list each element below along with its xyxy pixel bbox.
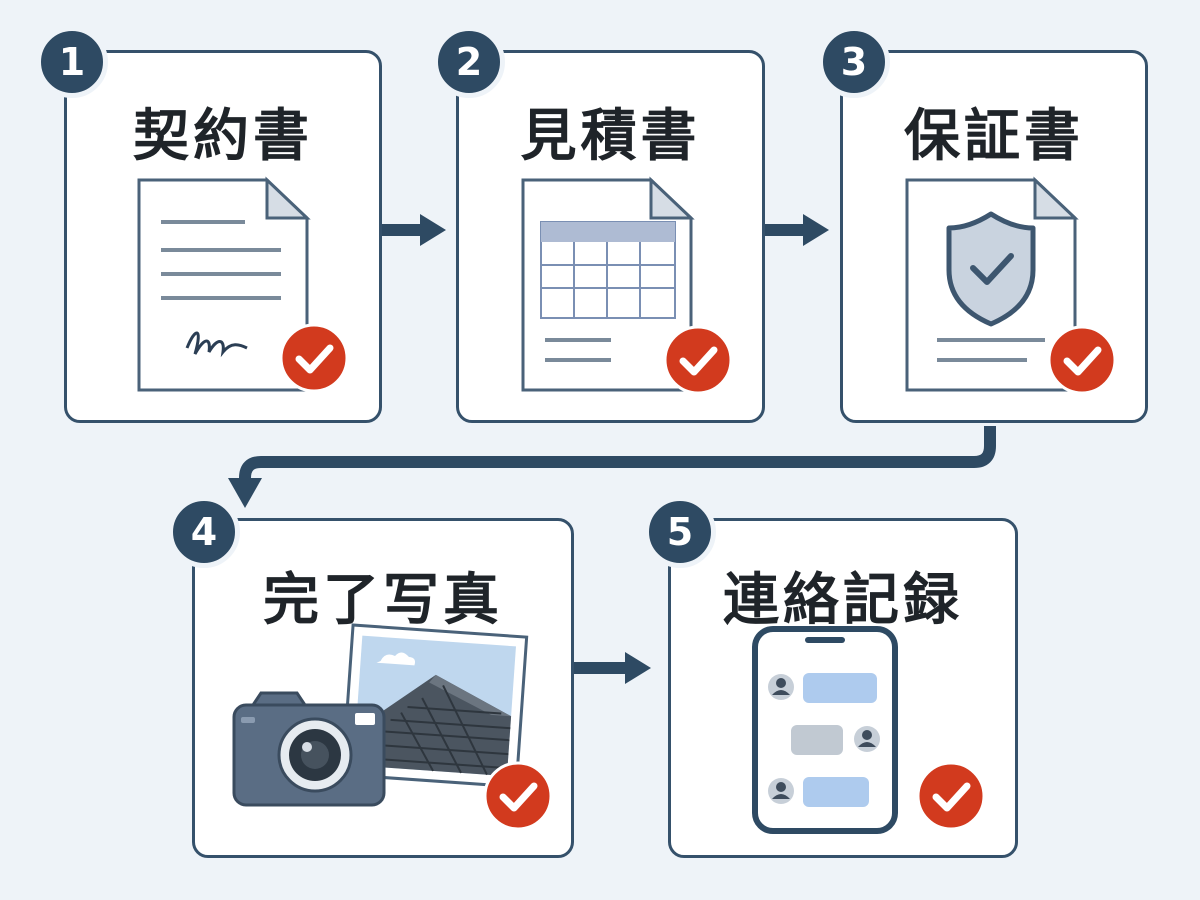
check-mark-icon [663, 325, 733, 395]
step-number-5: 5 [644, 496, 716, 568]
check-mark-icon [916, 761, 986, 831]
contract-document-icon [137, 176, 311, 392]
warranty-shield-icon [905, 176, 1079, 392]
step-card-warranty: 保証書 [840, 50, 1148, 423]
step-number-3: 3 [818, 26, 890, 98]
roof-photo-image [341, 623, 529, 789]
estimate-table-icon [521, 176, 695, 392]
smartphone-chat-icon [752, 626, 898, 834]
step-title-estimate: 見積書 [520, 104, 701, 169]
step-title-contact-record: 連絡記録 [723, 568, 963, 633]
step-number-2: 2 [433, 26, 505, 98]
check-mark-icon [483, 761, 553, 831]
step-card-estimate: 見積書 [456, 50, 765, 423]
step-title-warranty: 保証書 [904, 104, 1084, 169]
arrow-3-to-4 [228, 426, 996, 508]
signature [185, 331, 248, 358]
step-card-contract: 契約書 [64, 50, 382, 423]
check-mark-icon [279, 323, 349, 393]
step-card-completion-photo: 完了写真 [192, 518, 574, 858]
arrow-2-to-3 [765, 214, 829, 246]
step-title-contract: 契約書 [133, 104, 313, 169]
step-number-1: 1 [36, 26, 108, 98]
step-number-4: 4 [168, 496, 240, 568]
step-title-completion-photo: 完了写真 [263, 568, 503, 633]
camera-photo-icon [232, 691, 386, 807]
arrow-1-to-2 [382, 214, 446, 246]
arrow-4-to-5 [574, 652, 651, 684]
check-mark-icon [1047, 325, 1117, 395]
step-card-contact-record: 連絡記録 [668, 518, 1018, 858]
